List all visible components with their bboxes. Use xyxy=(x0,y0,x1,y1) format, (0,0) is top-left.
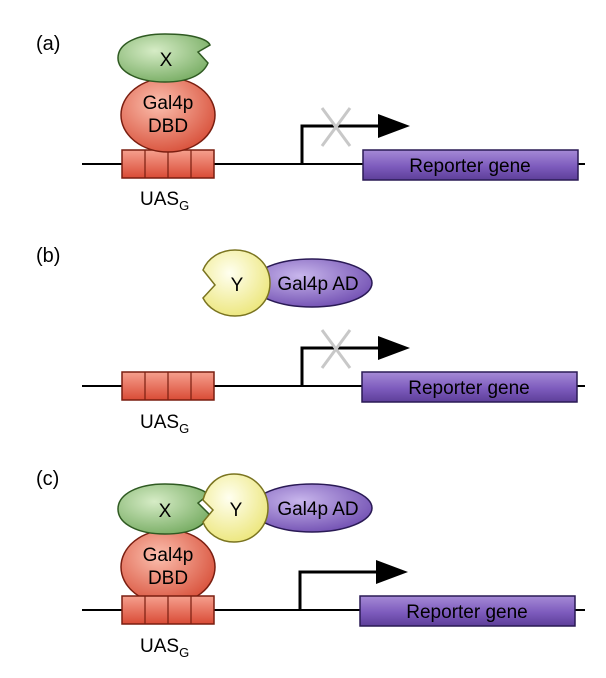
panel-c-y-protein xyxy=(202,473,269,543)
panel-c-x-label: X xyxy=(159,501,172,522)
panel-a-gal4p-dbd xyxy=(120,77,216,153)
panel-b-uas-label: UASG xyxy=(140,412,189,436)
panel-c-reporter-label: Reporter gene xyxy=(406,602,527,623)
panel-a-blocked-x-icon xyxy=(320,107,352,147)
panel-c-ad-label: Gal4p AD xyxy=(277,499,358,520)
panel-a-uas-element xyxy=(121,149,215,179)
panel-b-arrowhead xyxy=(378,336,410,360)
panel-a-promoter-arrow xyxy=(300,124,378,164)
panel-a-label: (a) xyxy=(36,33,60,55)
panel-c-label: (c) xyxy=(36,468,59,490)
panel-b-y-label: Y xyxy=(231,275,244,296)
panel-b-ad-label: Gal4p AD xyxy=(277,274,358,295)
panel-c-arrowhead xyxy=(376,560,408,584)
panel-b-promoter-arrow xyxy=(300,346,378,386)
panel-a-dbd-line2: DBD xyxy=(148,116,188,137)
panel-a-arrowhead xyxy=(378,114,410,138)
panel-a-uas-label: UASG xyxy=(140,189,189,213)
panel-c-dbd-line2: DBD xyxy=(148,568,188,589)
panel-c-uas-element xyxy=(121,595,215,625)
panel-a-reporter-gene xyxy=(362,149,579,181)
panel-b-y-protein xyxy=(202,249,271,317)
panel-c-gal4p-dbd xyxy=(120,529,216,605)
panel-c-x-protein xyxy=(117,483,210,535)
panel-b-blocked-x-icon xyxy=(320,329,352,369)
panel-c-y-label: Y xyxy=(230,500,243,521)
panel-b-reporter-label: Reporter gene xyxy=(408,378,529,399)
panel-c-promoter-arrow xyxy=(298,570,376,610)
panel-a-reporter-label: Reporter gene xyxy=(409,156,530,177)
panel-b-reporter-gene xyxy=(361,371,578,403)
panel-b: (b) Gal4p AD Y UASG Reporter gene xyxy=(36,245,585,436)
panel-a-x-label: X xyxy=(160,50,173,71)
panel-c-reporter-gene xyxy=(359,595,576,627)
panel-b-label: (b) xyxy=(36,245,60,267)
panel-a-x-protein xyxy=(117,33,211,83)
panel-c: (c) Gal4p AD Gal4p DBD X Y UASG Re xyxy=(36,468,585,660)
panel-c-uas-label: UASG xyxy=(140,636,189,660)
panel-a: (a) UASG Gal4p DBD X Reporter gene xyxy=(36,33,585,213)
panel-c-dbd-line1: Gal4p xyxy=(143,545,194,566)
panel-b-uas-element xyxy=(121,371,215,401)
panel-a-dbd-line1: Gal4p xyxy=(143,93,194,114)
